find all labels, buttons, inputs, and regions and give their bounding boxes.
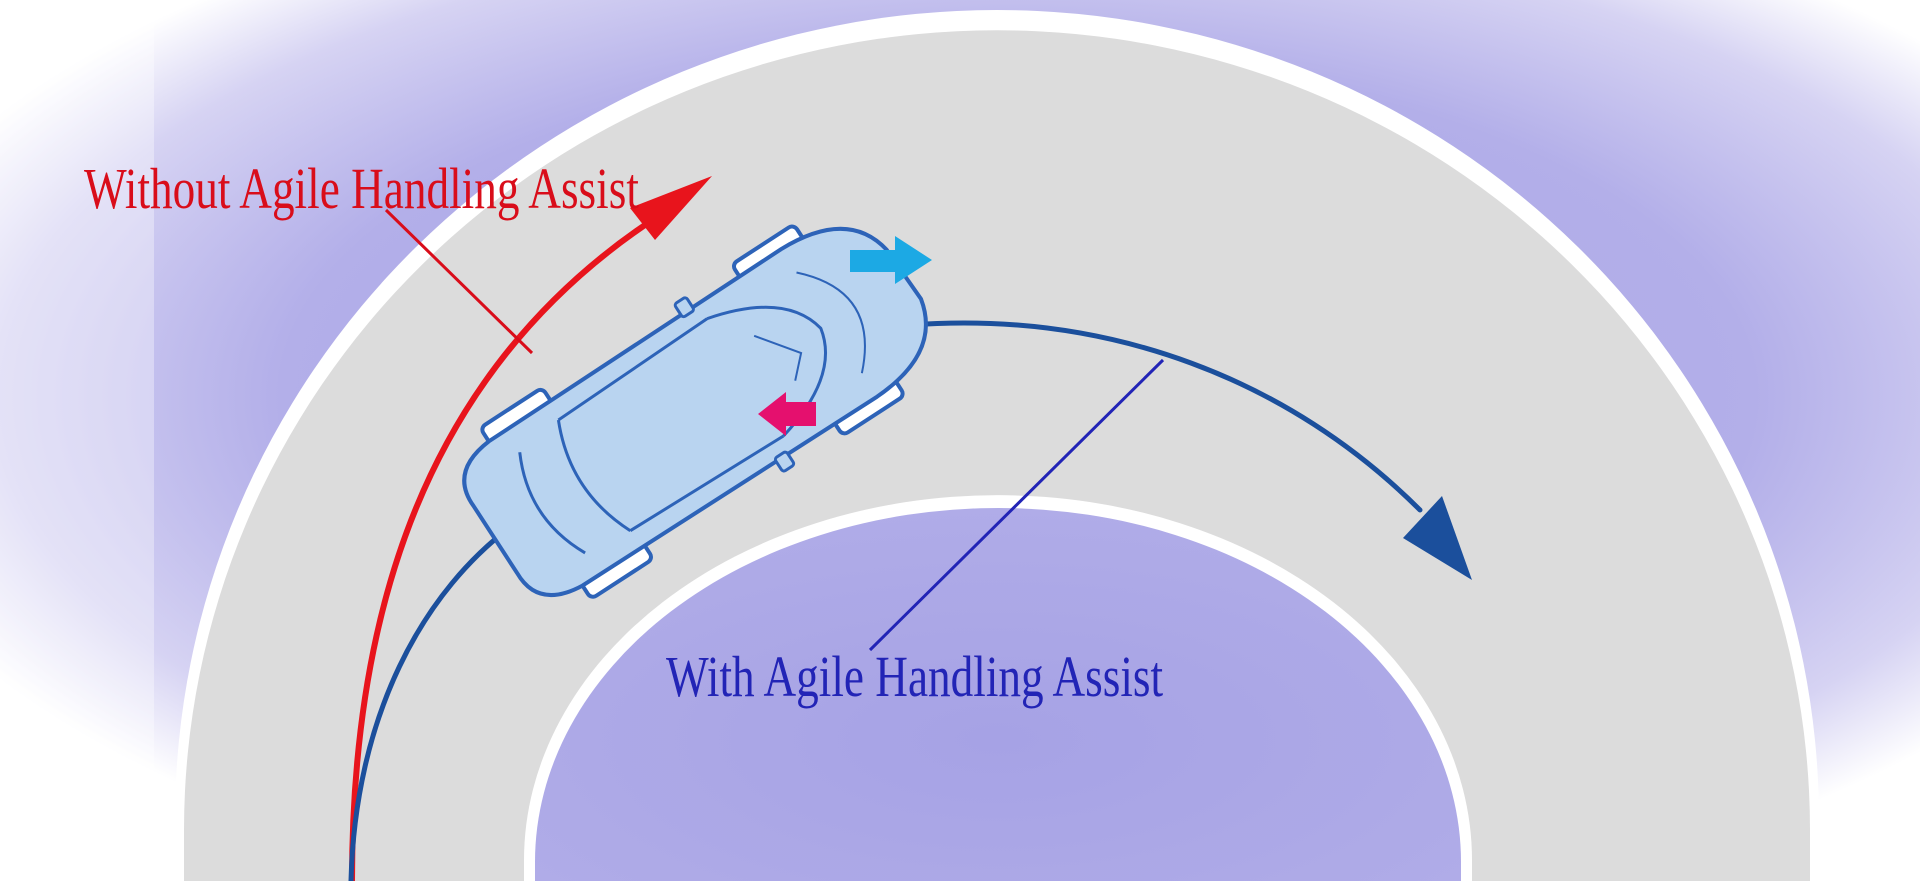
car-mirror-right bbox=[773, 450, 796, 473]
label-without-agile-handling-assist: Without Agile Handling Assist bbox=[84, 156, 639, 221]
label-with-agile-handling-assist: With Agile Handling Assist bbox=[666, 644, 1164, 709]
inner-island bbox=[535, 508, 1461, 881]
rear-force-arrow-icon bbox=[758, 392, 816, 436]
car-roof bbox=[556, 317, 785, 532]
path-with-assist-continued bbox=[907, 320, 1423, 513]
leader-line-with bbox=[868, 358, 1165, 652]
front-force-arrow-icon bbox=[850, 236, 932, 284]
road-surface bbox=[184, 30, 1810, 881]
path-with-arrowhead bbox=[1403, 496, 1472, 580]
left-margin-panel bbox=[0, 0, 154, 881]
path-without-assist bbox=[349, 212, 663, 881]
car-mirror-left bbox=[673, 296, 695, 319]
car-rear-window bbox=[518, 452, 586, 555]
path-with-assist bbox=[348, 517, 523, 881]
car-hood-lines bbox=[753, 271, 866, 381]
car-windshield bbox=[706, 305, 828, 438]
path-without-arrowhead bbox=[630, 176, 712, 240]
car-top-view-icon bbox=[462, 224, 928, 599]
leader-line-without bbox=[384, 208, 534, 355]
